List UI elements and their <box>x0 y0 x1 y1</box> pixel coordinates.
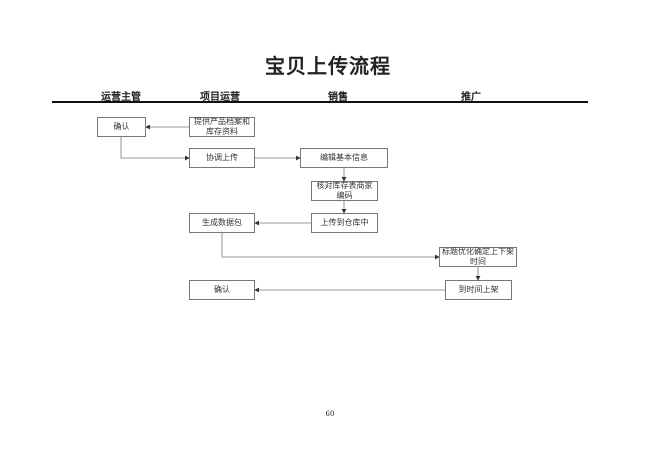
page-title: 宝贝上传流程 <box>265 54 391 78</box>
step-edit-info: 编辑基本信息 <box>300 148 388 168</box>
step-title-optimize: 标题优化确定上下架时间 <box>439 247 517 267</box>
header-divider <box>52 101 588 103</box>
step-confirm: 确认 <box>97 117 146 137</box>
lane-header-ops-supervisor: 运营主管 <box>101 92 141 103</box>
step-provide-info: 提供产品档案和库存资料 <box>189 117 255 137</box>
step-list-on-time: 到时间上架 <box>445 280 512 300</box>
step-confirm-final: 确认 <box>189 280 255 300</box>
step-check-inventory: 核对库存表商家编码 <box>311 181 378 201</box>
arrow-confirm-to-coordinate <box>120 137 190 161</box>
step-upload-warehouse: 上传到仓库中 <box>311 213 378 233</box>
arrow-generate-to-title <box>221 233 440 260</box>
step-coordinate-upload: 协调上传 <box>189 148 255 168</box>
step-generate-package: 生成数据包 <box>189 213 255 233</box>
lane-header-project-ops: 项目运营 <box>200 92 240 103</box>
lane-header-sales: 销售 <box>328 92 348 103</box>
page-number: 60 <box>325 410 335 418</box>
lane-header-promotion: 推广 <box>461 92 481 103</box>
